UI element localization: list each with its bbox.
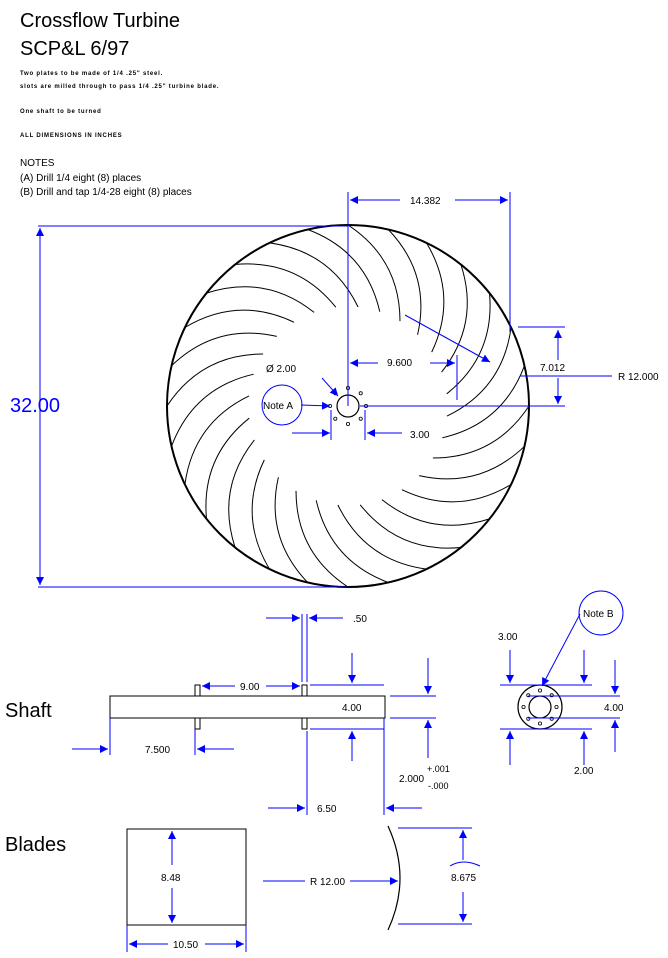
- runner-blade: [387, 229, 422, 335]
- shaft-dim-400: 4.00: [342, 703, 362, 714]
- runner-blade: [381, 499, 490, 526]
- blade-chord-label: 8.675: [451, 873, 476, 884]
- bolt-hole: [345, 421, 350, 426]
- runner-blade: [315, 500, 389, 583]
- runner-blade: [228, 439, 255, 548]
- runner-blade: [441, 264, 468, 373]
- runner-blade: [184, 309, 295, 328]
- runner-blade: [206, 286, 315, 313]
- runner-blade: [359, 504, 461, 549]
- hub-leader: [321, 377, 339, 397]
- runner-blade: [167, 353, 264, 407]
- bolt-hole: [549, 693, 554, 698]
- spec-line-4: ALL DIMENSIONS IN INCHES: [20, 133, 123, 139]
- bolt-hole: [538, 721, 543, 726]
- note-a-text: (A) Drill 1/4 eight (8) places: [20, 173, 142, 184]
- hub-diameter-label: Ø 2.00: [266, 364, 296, 375]
- bolt-hole: [333, 416, 338, 421]
- shaft-dim-7500: 7.500: [145, 745, 170, 756]
- runner-blade: [446, 327, 512, 417]
- runner-blade: [337, 504, 427, 570]
- shaft-dim-2000: 2.000: [399, 774, 424, 785]
- runner-blades: [167, 225, 529, 587]
- hub-dim-label: 3.00: [410, 430, 430, 441]
- runner-blade: [251, 459, 270, 570]
- notes-title: NOTES: [20, 158, 55, 169]
- bolt-hole: [358, 416, 363, 421]
- spec-line-3: One shaft to be turned: [20, 109, 102, 115]
- bolt-hole: [526, 693, 531, 698]
- note-a-leader: [300, 401, 331, 410]
- shaft-tol-plus: +.001: [427, 764, 450, 774]
- runner-blade: [295, 490, 349, 587]
- runner-blade: [432, 405, 529, 459]
- spec-line-1: Two plates to be made of 1/4 .25" steel.: [20, 71, 164, 77]
- radius-leader: [404, 314, 491, 363]
- runner-blade: [307, 229, 381, 312]
- shaft-dim-650: 6.50: [317, 804, 337, 815]
- runner-blade: [184, 395, 250, 485]
- note-a-label: Note A: [263, 401, 293, 412]
- blade-curve: [387, 825, 401, 931]
- diameter-label: 32.00: [10, 395, 60, 417]
- radius-label: R 12.000: [618, 372, 659, 383]
- runner-blade: [442, 365, 525, 439]
- runner-blade: [426, 242, 445, 353]
- shaft-drawing: [109, 684, 386, 730]
- runner-blade: [401, 484, 512, 503]
- runner-blade: [419, 445, 525, 480]
- runner-blade: [171, 373, 254, 447]
- note-a-bubble: [261, 384, 303, 426]
- bolt-hole: [549, 716, 554, 721]
- drawing-subtitle: SCP&L 6/97: [20, 38, 130, 60]
- shaft-dim-900: 9.00: [240, 682, 260, 693]
- bolt-hole: [521, 705, 526, 710]
- shaft-section-label: Shaft: [5, 700, 52, 722]
- note-b-label: Note B: [583, 609, 614, 620]
- runner-blade: [171, 332, 277, 367]
- bolt-hole: [538, 688, 543, 693]
- runner-blade: [235, 263, 337, 308]
- spec-line-2: slots are milled through to pass 1/4 .25…: [20, 84, 220, 90]
- note-b-text: (B) Drill and tap 1/4-28 eight (8) place…: [20, 187, 192, 198]
- blade-plate: [126, 828, 247, 926]
- runner-blade: [274, 477, 309, 583]
- bolt-hole: [358, 391, 363, 396]
- note-b-leader: [541, 613, 581, 687]
- runner-blade: [269, 242, 359, 308]
- runner-blade: [446, 293, 491, 395]
- blade-width-label: 10.50: [173, 940, 198, 951]
- shaft-end-inner: [528, 695, 552, 719]
- runner-blade: [205, 417, 250, 519]
- shaft-end-outer: [517, 684, 563, 730]
- bolt-hole: [554, 705, 559, 710]
- blade-dim-label: 9.600: [387, 358, 412, 369]
- shaft-tol-minus: -.000: [428, 781, 449, 791]
- runner-blade: [347, 225, 401, 322]
- blade-radius-label: R 12.00: [310, 877, 345, 888]
- shaft-end-holes: [521, 688, 559, 726]
- top-dim-label: 14.382: [410, 196, 441, 207]
- shaft-dim-50: .50: [353, 614, 367, 625]
- blades-section-label: Blades: [5, 834, 67, 856]
- blade-height-label: 8.48: [161, 873, 181, 884]
- end-dim-400: 4.00: [604, 703, 624, 714]
- drawing-title: Crossflow Turbine: [20, 10, 181, 32]
- end-dim-200: 2.00: [574, 766, 594, 777]
- offset-dim-label: 7.012: [540, 363, 565, 374]
- note-b-bubble: [578, 590, 624, 636]
- bolt-hole: [526, 716, 531, 721]
- end-dim-300: 3.00: [498, 632, 518, 643]
